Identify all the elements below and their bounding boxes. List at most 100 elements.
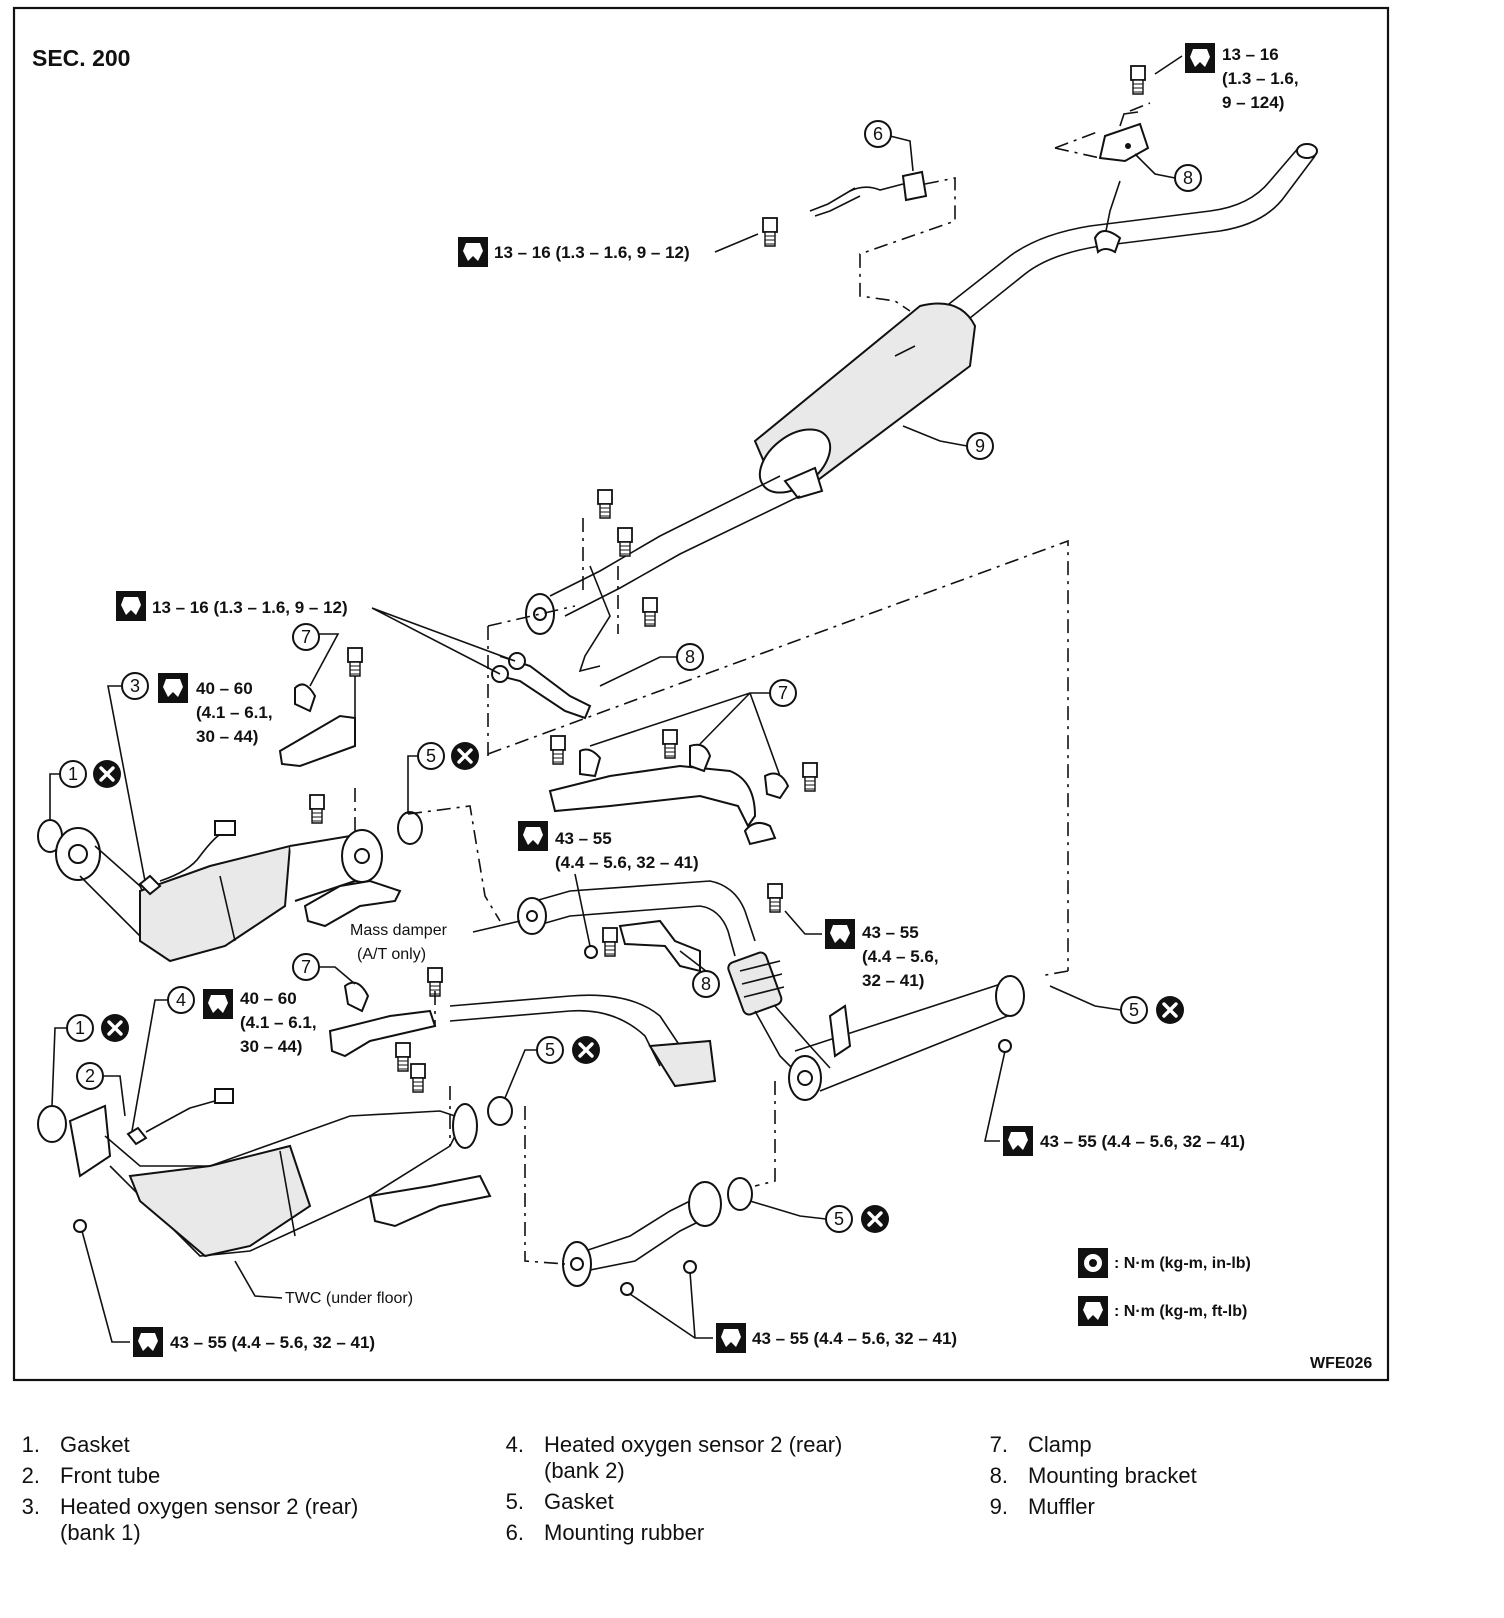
svg-text:(4.1 – 6.1,: (4.1 – 6.1, (240, 1013, 317, 1032)
svg-text:13 – 16 (1.3 – 1.6, 9 – 12): 13 – 16 (1.3 – 1.6, 9 – 12) (152, 598, 348, 617)
muffler-hanger (1093, 180, 1122, 254)
heat-shield-bank1-lower (303, 879, 402, 928)
part-1: 1.Gasket (21, 1432, 130, 1457)
callout-8-mid: 8 (599, 643, 704, 687)
svg-text:9 – 124): 9 – 124) (1222, 93, 1284, 112)
torque-sensor-bank1: 40 – 60 (4.1 – 6.1, 30 – 44) (158, 673, 273, 746)
callout-9: 9 (902, 425, 994, 460)
unit-key-in-lb: : N·m (kg-m, in-lb) (1078, 1248, 1251, 1278)
part-6: 6.Mounting rubber (505, 1520, 705, 1545)
part-2: 2.Front tube (21, 1463, 161, 1488)
nut-center (584, 945, 598, 959)
svg-text:7: 7 (301, 627, 311, 647)
callout-8-lower: 8 (679, 950, 720, 998)
section-label: SEC. 200 (32, 45, 130, 71)
torque-center-nut: 43 – 55 (4.4 – 5.6, 32 – 41) (518, 821, 699, 947)
svg-text:30 – 44): 30 – 44) (196, 727, 258, 746)
svg-text:43 – 55 (4.4 – 5.6, 32 – 41): 43 – 55 (4.4 – 5.6, 32 – 41) (1040, 1132, 1245, 1151)
callout-7-right: 7 (589, 679, 797, 777)
mounting-bracket-mid (491, 565, 611, 720)
rear-pipe-right (788, 975, 1025, 1101)
svg-text:Mass damper: Mass damper (350, 922, 448, 939)
bolt-clamp-c (802, 762, 818, 792)
bolt-damper (602, 927, 618, 957)
svg-text:(A/T only): (A/T only) (357, 946, 426, 963)
torque-right-flange: 43 – 55 (4.4 – 5.6, 32 – 41) (984, 1050, 1245, 1156)
svg-text:8: 8 (685, 647, 695, 667)
svg-text:40 – 60: 40 – 60 (196, 679, 253, 698)
figure-code: WFE026 (1310, 1355, 1372, 1372)
heat-shield-bank2 (328, 981, 492, 1228)
svg-text:43 – 55 (4.4 – 5.6, 32 – 41): 43 – 55 (4.4 – 5.6, 32 – 41) (752, 1329, 957, 1348)
mounting-bracket-top (1054, 111, 1150, 163)
heat-shield-bank1-upper (278, 714, 356, 768)
callout-5-mid: 5 (504, 1034, 602, 1099)
svg-text:5: 5 (834, 1209, 844, 1229)
torque-top-bracket: 13 – 16 (1.3 – 1.6, 9 – 124) (1154, 43, 1299, 112)
svg-text:8: 8 (701, 974, 711, 994)
nut-bottom-left (73, 1219, 87, 1233)
part-5: 5.Gasket (505, 1489, 614, 1514)
svg-text:32 – 41): 32 – 41) (862, 971, 924, 990)
bolt-mid-3 (642, 597, 658, 627)
lower-y-pipe (562, 1177, 753, 1287)
parts-column-3: 7.Clamp 8.Mounting bracket 9.Muffler (968, 1432, 1448, 1525)
callout-5-lower: 5 (749, 1200, 891, 1235)
svg-text:: N·m (kg-m, ft-lb): : N·m (kg-m, ft-lb) (1114, 1303, 1247, 1320)
svg-text:5: 5 (545, 1040, 555, 1060)
torque-bottom-left: 43 – 55 (4.4 – 5.6, 32 – 41) (81, 1230, 375, 1357)
twc-label: TWC (under floor) (234, 1260, 413, 1307)
figure-frame (12, 6, 1390, 1382)
callout-5-upper: 5 (407, 740, 481, 814)
svg-text:(4.4 – 5.6, 32 – 41): (4.4 – 5.6, 32 – 41) (555, 853, 699, 872)
svg-text:40 – 60: 40 – 60 (240, 989, 297, 1008)
callout-7-left: 7 (292, 623, 340, 687)
clamp-a (579, 748, 602, 778)
svg-text:8: 8 (1183, 168, 1193, 188)
svg-text:2: 2 (85, 1066, 95, 1086)
parts-list: 1.Gasket 2.Front tube 3.Heated oxygen se… (0, 1432, 1504, 1592)
svg-text:5: 5 (1129, 1000, 1139, 1020)
damper-bracket (618, 919, 701, 973)
svg-text:7: 7 (778, 683, 788, 703)
torque-flex-joint: 43 – 55 (4.4 – 5.6, 32 – 41) (784, 910, 939, 990)
bolt-top-bracket (1130, 65, 1146, 95)
svg-text:30 – 44): 30 – 44) (240, 1037, 302, 1056)
center-pipe (517, 880, 831, 1077)
svg-text:43 – 55: 43 – 55 (555, 829, 612, 848)
callout-3: 3 (107, 672, 149, 882)
svg-text:6: 6 (873, 124, 883, 144)
svg-text:43 – 55 (4.4 – 5.6, 32 – 41): 43 – 55 (4.4 – 5.6, 32 – 41) (170, 1333, 375, 1352)
nut-bottom-1 (620, 1282, 634, 1296)
front-tube-bank2 (37, 1096, 513, 1258)
svg-text:1: 1 (75, 1018, 85, 1038)
svg-text:13 – 16: 13 – 16 (1222, 45, 1279, 64)
callout-1-upper: 1 (49, 758, 123, 821)
torque-sensor-bank2: 40 – 60 (4.1 – 6.1, 30 – 44) (203, 989, 317, 1056)
svg-text:43 – 55: 43 – 55 (862, 923, 919, 942)
bolt-flex (767, 883, 783, 913)
bolt-front-1 (395, 1042, 411, 1072)
svg-text:: N·m (kg-m, in-lb): : N·m (kg-m, in-lb) (1114, 1255, 1251, 1272)
callout-6: 6 (864, 120, 914, 172)
bolt-sensor-tail (762, 217, 778, 247)
svg-text:13 – 16 (1.3 – 1.6, 9 – 12): 13 – 16 (1.3 – 1.6, 9 – 12) (494, 243, 690, 262)
part-4: 4.Heated oxygen sensor 2 (rear) (bank 2) (505, 1432, 843, 1483)
callout-7-bank2: 7 (292, 953, 356, 985)
clamp-c (763, 772, 790, 800)
part-3: 3.Heated oxygen sensor 2 (rear) (bank 1) (21, 1494, 359, 1545)
svg-text:9: 9 (975, 436, 985, 456)
bolt-clamp-left (347, 647, 363, 677)
parts-column-1: 1.Gasket 2.Front tube 3.Heated oxygen se… (0, 1432, 480, 1551)
part-9: 9.Muffler (989, 1494, 1095, 1519)
svg-text:(4.1 – 6.1,: (4.1 – 6.1, (196, 703, 273, 722)
tail-pipe (939, 143, 1318, 327)
clamp-left (294, 683, 317, 713)
svg-text:TWC (under floor): TWC (under floor) (285, 1290, 413, 1307)
part-7: 7.Clamp (989, 1432, 1092, 1457)
svg-text:4: 4 (176, 990, 186, 1010)
mounting-rubber (809, 170, 928, 217)
front-tube-bank1 (37, 811, 423, 963)
heat-shield-upper-right (548, 764, 777, 846)
svg-text:1: 1 (68, 764, 78, 784)
